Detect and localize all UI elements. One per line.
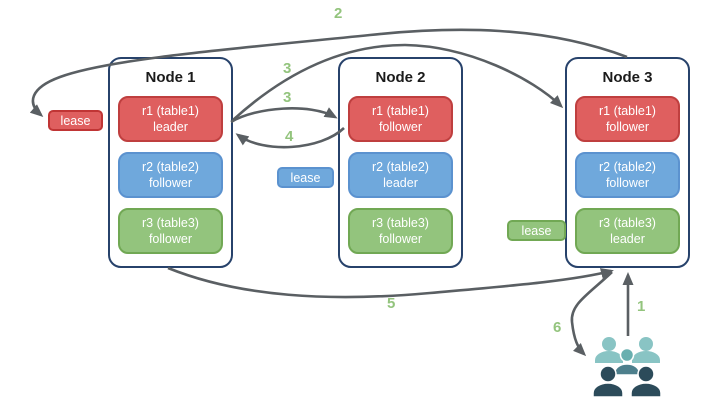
node-2-replica-r3: r3 (table3) follower <box>348 208 453 254</box>
lease-badge-table2: lease <box>277 167 334 188</box>
replica-role: leader <box>383 176 418 190</box>
step-label-3a: 3 <box>283 60 292 77</box>
node-2-replica-r1: r1 (table1) follower <box>348 96 453 142</box>
replica-role: follower <box>378 120 423 134</box>
replica-name: r2 (table2) <box>372 160 429 174</box>
replica-name: r2 (table2) <box>142 160 199 174</box>
replica-name: r3 (table3) <box>599 216 656 230</box>
node-2-title: Node 2 <box>375 69 426 86</box>
replica-role: follower <box>148 232 193 246</box>
node-3-replica-r2: r2 (table2) follower <box>575 152 680 198</box>
node-1-replica-r1: r1 (table1) leader <box>118 96 223 142</box>
node-1-replica-r3: r3 (table3) follower <box>118 208 223 254</box>
replica-name: r1 (table1) <box>372 104 429 118</box>
replica-role: follower <box>605 176 650 190</box>
step-label-2: 2 <box>334 5 343 22</box>
lease-badge-table1: lease <box>48 110 103 131</box>
node-3-replica-r1: r1 (table1) follower <box>575 96 680 142</box>
node-2-replica-r2: r2 (table2) leader <box>348 152 453 198</box>
people-group-icon <box>592 337 662 398</box>
step-label-3b: 3 <box>283 89 292 106</box>
step-label-1: 1 <box>637 298 646 315</box>
replica-name: r3 (table3) <box>372 216 429 230</box>
replica-name: r1 (table1) <box>142 104 199 118</box>
arrow-step-5 <box>167 266 614 299</box>
replica-name: r1 (table1) <box>599 104 656 118</box>
node-2: Node 2 r1 (table1) follower r2 (table2) … <box>338 57 463 268</box>
replica-name: r2 (table2) <box>599 160 656 174</box>
node-1-title: Node 1 <box>145 69 196 86</box>
lease-badge-table3: lease <box>507 220 566 241</box>
step-label-5: 5 <box>387 295 396 312</box>
node-1: Node 1 r1 (table1) leader r2 (table2) fo… <box>108 57 233 268</box>
replica-role: follower <box>148 176 193 190</box>
step-label-6: 6 <box>553 319 562 336</box>
replica-role: follower <box>605 120 650 134</box>
replica-role: follower <box>378 232 423 246</box>
node-1-replica-r2: r2 (table2) follower <box>118 152 223 198</box>
replica-role: leader <box>610 232 645 246</box>
node-3: Node 3 r1 (table1) follower r2 (table2) … <box>565 57 690 268</box>
replica-role: leader <box>153 120 188 134</box>
arrow-step-3-to-node2 <box>230 107 338 124</box>
step-label-4: 4 <box>285 128 294 145</box>
node-3-title: Node 3 <box>602 69 653 86</box>
replica-name: r3 (table3) <box>142 216 199 230</box>
node-3-replica-r3: r3 (table3) leader <box>575 208 680 254</box>
arrow-step-6 <box>570 271 613 357</box>
